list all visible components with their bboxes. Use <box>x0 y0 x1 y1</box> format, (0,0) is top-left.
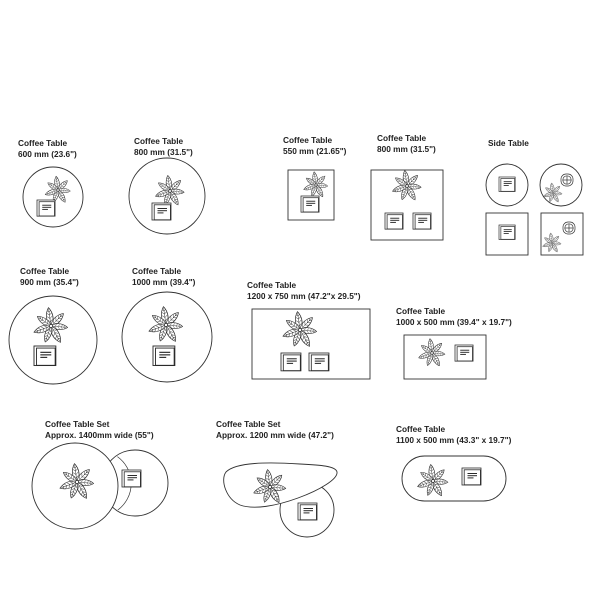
round-side-table <box>539 163 583 207</box>
books-icon <box>454 344 474 362</box>
books-icon <box>280 352 302 372</box>
coffee-table-800-square: Coffee Table 800 mm (31.5") <box>370 133 444 241</box>
table-label-line1: Coffee Table <box>377 133 427 143</box>
oval-tabletop <box>401 455 507 502</box>
books-icon <box>384 212 404 230</box>
table-label-line2: 550 mm (21.65") <box>283 146 347 156</box>
table-label-line1: Coffee Table <box>396 306 446 316</box>
books-icon <box>300 195 320 213</box>
coffee-table-600: Coffee Table 600 mm (23.6") <box>18 138 84 228</box>
table-label-line2: 1000 mm (39.4") <box>132 277 196 287</box>
books-icon <box>308 352 330 372</box>
coffee-table-1100x500: Coffee Table 1100 x 500 mm (43.3" x 19.7… <box>396 424 512 502</box>
table-label-line2: 1100 x 500 mm (43.3" x 19.7") <box>396 435 512 445</box>
coffee-table-1000: Coffee Table 1000 mm (39.4") <box>121 266 213 383</box>
table-label-line1: Coffee Table <box>283 135 333 145</box>
table-label-line1: Coffee Table Set <box>216 419 281 429</box>
books-icon <box>498 176 516 192</box>
books-icon <box>151 202 172 221</box>
table-label-line1: Coffee Table <box>18 138 68 148</box>
books-icon <box>498 224 516 240</box>
organic-tabletop <box>223 462 338 508</box>
table-label-line2: Approx. 1200 mm wide (47.2") <box>216 430 334 440</box>
coffee-table-set-1200: Coffee Table Set Approx. 1200 mm wide (4… <box>216 419 338 538</box>
books-icon <box>36 199 56 217</box>
table-label-line1: Coffee Table <box>247 280 297 290</box>
books-icon <box>297 502 318 521</box>
table-label-line2: 900 mm (35.4") <box>20 277 79 287</box>
table-label-line1: Coffee Table Set <box>45 419 110 429</box>
side-tables: Side Table <box>485 138 584 256</box>
table-label-line2: Approx. 1400mm wide (55") <box>45 430 154 440</box>
coffee-table-set-1400: Coffee Table Set Approx. 1400mm wide (55… <box>31 419 169 530</box>
coffee-table-800: Coffee Table 800 mm (31.5") <box>128 136 206 235</box>
round-tabletop <box>22 166 84 228</box>
round-tabletop <box>121 291 213 383</box>
rectangular-tabletop <box>403 334 487 380</box>
books-icon <box>33 345 57 367</box>
books-icon <box>121 469 142 488</box>
square-side-table <box>540 212 584 256</box>
table-label-line1: Coffee Table <box>134 136 184 146</box>
books-icon <box>461 467 482 486</box>
table-label-line1: Coffee Table <box>396 424 446 434</box>
table-label-line2: 800 mm (31.5") <box>377 144 436 154</box>
books-icon <box>412 212 432 230</box>
table-label-line1: Coffee Table <box>20 266 70 276</box>
table-label-line2: 1200 x 750 mm (47.2"x 29.5") <box>247 291 361 301</box>
table-label-line1: Coffee Table <box>132 266 182 276</box>
table-label-line2: 600 mm (23.6") <box>18 149 77 159</box>
books-icon <box>152 345 176 367</box>
table-label-line1: Side Table <box>488 138 529 148</box>
coffee-table-900: Coffee Table 900 mm (35.4") <box>8 266 98 385</box>
round-tabletop <box>8 295 98 385</box>
coffee-table-550: Coffee Table 550 mm (21.65") <box>283 135 347 221</box>
table-label-line2: 1000 x 500 mm (39.4" x 19.7") <box>396 317 512 327</box>
coffee-table-1000x500: Coffee Table 1000 x 500 mm (39.4" x 19.7… <box>396 306 512 380</box>
coffee-table-1200x750: Coffee Table 1200 x 750 mm (47.2"x 29.5"… <box>247 280 371 380</box>
table-label-line2: 800 mm (31.5") <box>134 147 193 157</box>
